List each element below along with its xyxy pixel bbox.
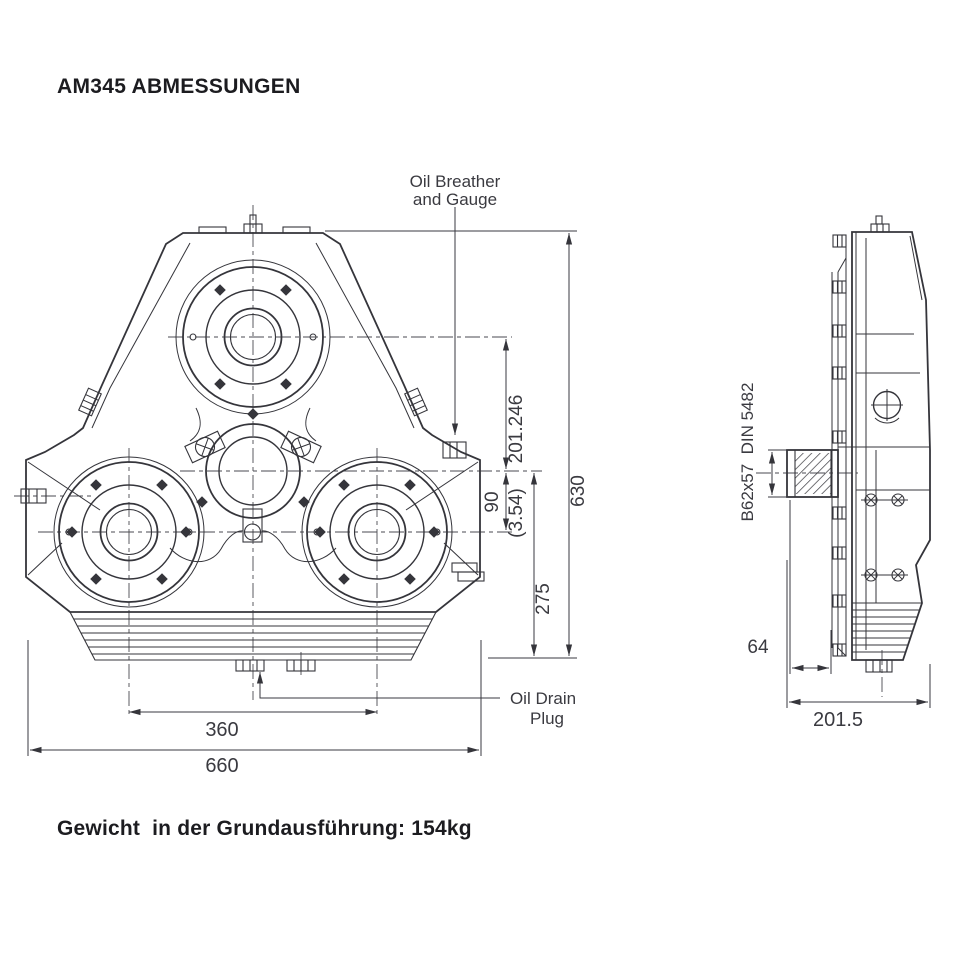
side-fins (852, 602, 922, 653)
dim-overall-width: 660 (205, 755, 238, 777)
oil-drain-label-line2: Plug (530, 709, 564, 728)
top-bolt (243, 214, 263, 234)
front-view (20, 214, 485, 672)
side-flange-bolts (832, 234, 847, 657)
oil-breather-label-line2: and Gauge (413, 190, 497, 209)
oil-level-fitting (451, 562, 485, 582)
left-edge-plug (20, 488, 47, 504)
dim-lower-center-distance: 90 (482, 491, 503, 512)
top-cover-strip-right (282, 226, 311, 234)
dim-shaft-spacing: 360 (205, 719, 238, 741)
dimensions (27, 207, 931, 756)
dim-lower-center-distance-in: (3.54) (506, 488, 527, 538)
dim-overall-depth: 201.5 (813, 709, 863, 731)
side-foot-bolt (865, 659, 893, 673)
drawing-title: AM345 ABMESSUNGEN (57, 75, 301, 98)
dim-upper-center-distance: 201.246 (506, 395, 527, 464)
side-outline (851, 231, 931, 661)
oil-breather-label-line1: Oil Breather (410, 172, 501, 191)
oil-drain-label-line1: Oil Drain (510, 689, 576, 708)
spline-dimension (768, 449, 788, 498)
dim-overall-height: 630 (568, 475, 589, 507)
side-view (768, 215, 931, 673)
casting-ribs (27, 242, 479, 576)
cooling-fins (69, 611, 437, 661)
dim-shaft-protrusion: 64 (747, 637, 769, 658)
oil-breather-fitting (442, 441, 467, 459)
weight-note: Gewicht in der Grundausführung: 154kg (57, 817, 472, 840)
oil-drain-plugs (235, 659, 316, 672)
right-sight-pad (280, 430, 322, 464)
dim-center-height: 275 (533, 583, 554, 615)
side-internal-lines (831, 232, 930, 660)
side-top-bolt (870, 215, 890, 233)
dim-spline-spec: B62x57 DIN 5482 (738, 383, 757, 522)
spline-shaft (786, 449, 839, 498)
left-sight-pad (184, 430, 226, 464)
central-opening (184, 408, 322, 543)
sight-glass (871, 389, 903, 424)
bottom-tab (242, 508, 263, 543)
top-cover-strip-left (198, 226, 227, 234)
